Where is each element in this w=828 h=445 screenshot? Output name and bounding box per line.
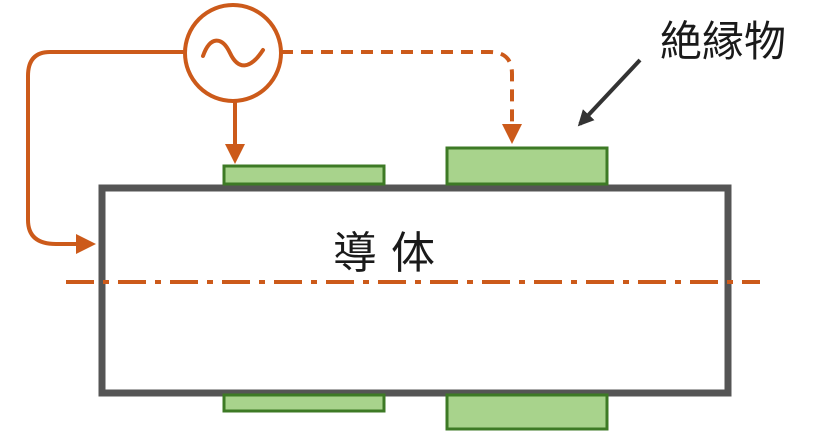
insulator-label: 絶縁物: [660, 17, 786, 66]
conductor-body: [98, 184, 732, 397]
insulator-bottom-right: [445, 393, 609, 431]
ac-source-icon: [183, 3, 283, 103]
dashed-wire-to-insulator: [281, 50, 522, 144]
insulator-bottom-left: [222, 393, 386, 413]
insulator-top-right: [445, 146, 609, 186]
insulator-top-left: [222, 164, 386, 186]
conductor-label: 導 体: [333, 228, 435, 279]
insulator-pointer-arrow: [577, 58, 642, 127]
wire-to-conductor: [26, 50, 185, 254]
